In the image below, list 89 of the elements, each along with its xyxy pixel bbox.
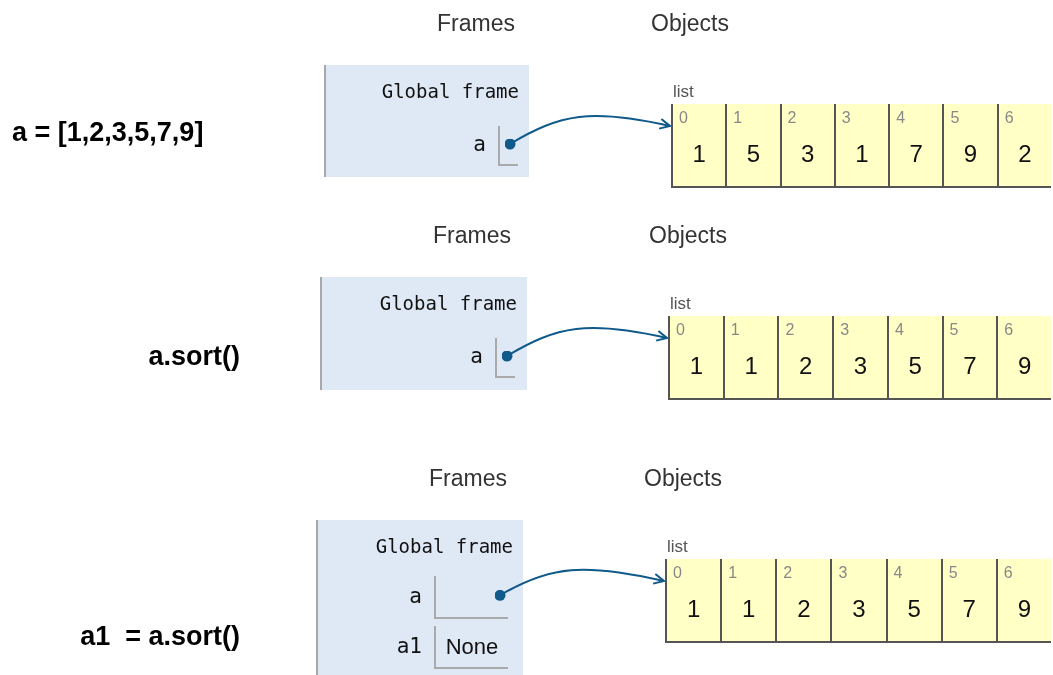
list-cell	[940, 559, 996, 641]
index-number: 3	[840, 320, 850, 340]
list-label: list	[672, 81, 695, 103]
index-number: 0	[679, 108, 688, 128]
list-cell	[888, 104, 943, 186]
section-heading: Frames	[433, 221, 511, 250]
element-value: 1	[743, 351, 759, 381]
index-number: 3	[841, 108, 851, 128]
element-value: 7	[961, 594, 977, 624]
element-value: 3	[852, 351, 869, 381]
list-cell	[668, 316, 723, 398]
section-heading: Frames	[429, 464, 507, 493]
variable-name: a	[409, 582, 422, 610]
index-number: 4	[893, 563, 903, 583]
element-value: 2	[798, 351, 814, 381]
frame-panel	[324, 65, 529, 177]
index-number: 6	[1004, 320, 1014, 340]
element-value: 9	[962, 139, 979, 169]
section-heading: Objects	[651, 9, 729, 38]
list-label: list	[666, 536, 689, 558]
variable-name: a1	[396, 632, 422, 660]
list-cell	[942, 104, 997, 186]
list-cell	[777, 316, 833, 398]
list-cell	[996, 316, 1052, 398]
index-number: 6	[1004, 108, 1014, 128]
element-value: 1	[685, 594, 702, 624]
index-number: 4	[894, 320, 904, 340]
list-cell	[830, 559, 886, 641]
frame-title: Global frame	[375, 534, 513, 559]
element-value: 5	[906, 594, 922, 624]
list-label: list	[669, 293, 692, 315]
frame-panel	[320, 277, 527, 390]
index-number: 2	[787, 108, 797, 128]
element-value: 1	[854, 139, 870, 169]
pointer-arrow	[504, 115, 671, 150]
index-number: 5	[948, 563, 958, 583]
element-value: 9	[1016, 594, 1033, 624]
index-number: 3	[838, 563, 848, 583]
pointer-arrow	[501, 327, 668, 362]
list-cell	[725, 104, 780, 186]
element-value: 7	[962, 351, 978, 381]
element-value: 3	[851, 594, 867, 624]
code-line: a.sort()	[148, 340, 240, 373]
index-number: 5	[949, 320, 959, 340]
index-number: 1	[728, 563, 738, 583]
index-number: 6	[1003, 563, 1013, 583]
element-value: 1	[691, 139, 707, 169]
list-cell	[665, 559, 721, 641]
index-number: 4	[896, 108, 906, 128]
index-number: 1	[730, 320, 740, 340]
variable-name: a	[470, 343, 483, 371]
element-value: 2	[1017, 139, 1033, 169]
index-number: 2	[785, 320, 795, 340]
list-cell	[941, 316, 997, 398]
index-number: 5	[950, 108, 960, 128]
pointer-arrow	[494, 568, 665, 601]
list-cell	[886, 316, 942, 398]
element-value: 5	[745, 139, 762, 169]
list-cell	[671, 104, 726, 186]
list-cell	[996, 104, 1051, 186]
list-cell	[720, 559, 776, 641]
list-cell	[995, 559, 1051, 641]
index-number: 2	[783, 563, 793, 583]
element-value: 2	[796, 594, 812, 624]
index-number: 0	[676, 320, 685, 340]
element-value: 3	[800, 139, 816, 169]
frame-title: Global frame	[379, 291, 517, 316]
frame-title: Global frame	[381, 79, 519, 104]
list-cell	[722, 316, 778, 398]
value-text: None	[445, 633, 499, 661]
list-cell	[885, 559, 941, 641]
section-heading: Objects	[644, 464, 722, 493]
section-heading: Objects	[649, 221, 727, 250]
section-heading: Frames	[437, 9, 515, 38]
element-value: 1	[741, 594, 757, 624]
element-value: 7	[908, 139, 924, 169]
code-line: a1 = a.sort()	[80, 620, 240, 653]
list-cell	[832, 316, 887, 398]
frame-panel	[316, 520, 523, 675]
index-number: 0	[673, 563, 682, 583]
element-value: 9	[1017, 351, 1033, 381]
code-line: a = [1,2,3,5,7,9]	[12, 116, 204, 149]
element-value: 5	[907, 351, 923, 381]
list-cell	[779, 104, 834, 186]
variable-name: a	[473, 131, 486, 159]
element-value: 1	[688, 351, 705, 381]
list-cell	[833, 104, 889, 186]
list-cell	[775, 559, 831, 641]
index-number: 1	[733, 108, 743, 128]
